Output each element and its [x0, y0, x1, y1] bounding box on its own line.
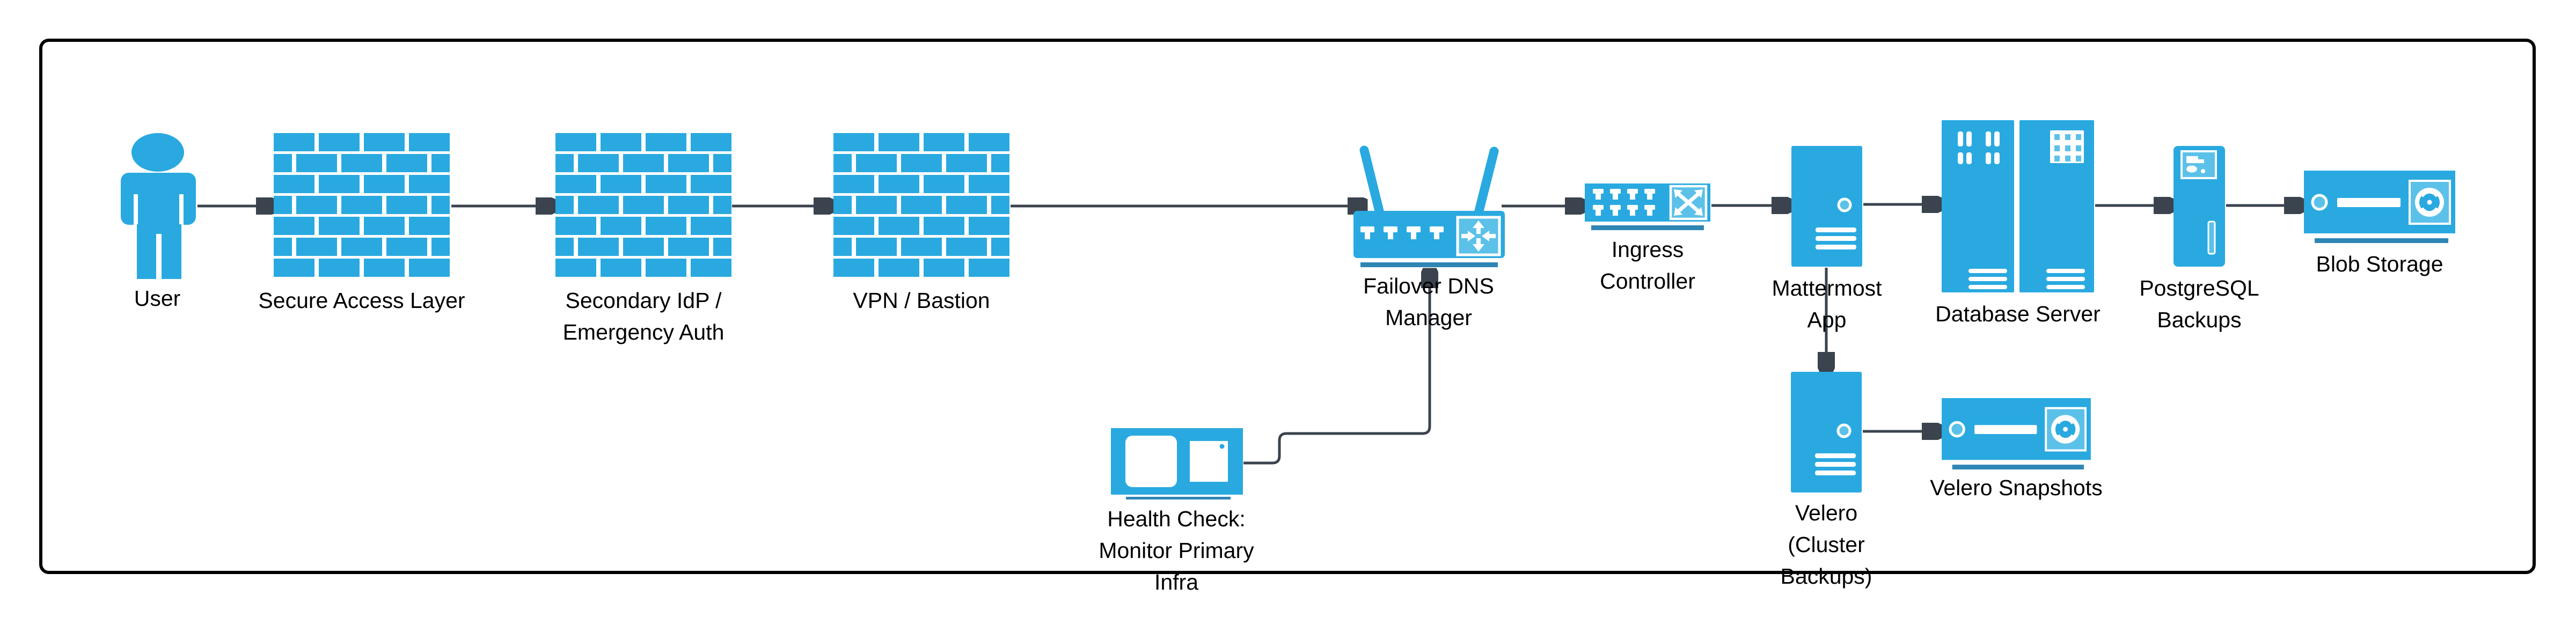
- tape-storage-icon-blob: [2304, 171, 2455, 243]
- server-tower-icon-mattermost: [1791, 146, 1862, 267]
- label-secure-access-layer: Secure Access Layer: [258, 288, 465, 313]
- rack-servers-icon-right: [2019, 120, 2094, 292]
- label-blob-storage: Blob Storage: [2316, 252, 2443, 276]
- rack-servers-icon-left: [1942, 120, 2014, 292]
- edge-health-check-to-failover-dns-manager: [1243, 269, 1430, 465]
- monitor-icon: [1111, 428, 1243, 499]
- label-mattermost-app: Mattermost App: [1772, 276, 1882, 332]
- firewall-icon-secure-access-layer: [274, 133, 450, 277]
- server-tower-icon-velero: [1791, 372, 1862, 493]
- person-icon: [121, 133, 196, 280]
- network-switch-icon: [1585, 183, 1710, 230]
- backup-server-icon: [2174, 146, 2225, 267]
- label-postgresql-backups: PostgreSQL Backups: [2139, 276, 2259, 332]
- label-ingress-controller: Ingress Controller: [1600, 237, 1695, 293]
- firewall-icon-vpn-bastion: [833, 133, 1009, 277]
- label-health-check: Health Check: Monitor Primary Infra: [1099, 506, 1254, 594]
- label-vpn-bastion: VPN / Bastion: [853, 288, 990, 313]
- diagram-border: [39, 39, 2536, 574]
- wireless-router-icon: [1353, 145, 1505, 267]
- label-velero: Velero (Cluster Backups): [1780, 501, 1872, 589]
- label-failover-dns-manager: Failover DNS Manager: [1363, 274, 1494, 330]
- firewall-icon-secondary-idp: [555, 133, 731, 277]
- tape-storage-icon-velero-snapshots: [1942, 398, 2091, 469]
- label-user: User: [134, 286, 181, 311]
- label-secondary-idp: Secondary IdP / Emergency Auth: [562, 288, 724, 344]
- label-velero-snapshots: Velero Snapshots: [1930, 475, 2103, 500]
- label-database-server: Database Server: [1935, 302, 2101, 326]
